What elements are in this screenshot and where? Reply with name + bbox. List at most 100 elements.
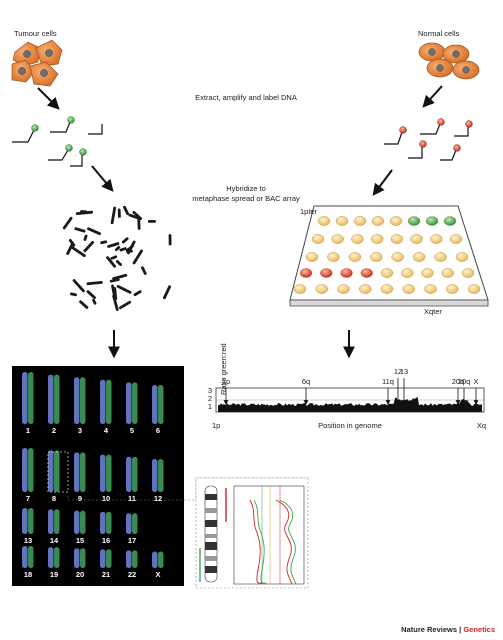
array-spot [401,268,414,278]
chromosome [110,206,117,225]
arrow-green-hybridize [91,165,114,192]
array-pter-label: 1pter [300,207,318,216]
karyotype-chromosome [100,454,106,492]
karyotype-chromosome [54,509,60,534]
arrow-tumour-extract [37,87,60,110]
karyotype-chromosome [74,510,80,534]
profile-marker-label: X [473,377,478,386]
chromosome [74,227,86,233]
profile-marker-label: 11q [382,377,394,386]
array-spot [327,252,340,262]
array-spot [335,216,349,226]
karyotype-chromosome [74,452,80,492]
normal-cells [418,42,480,80]
profile-ytick-1: 1 [208,402,212,411]
karyotype-chromosome [126,382,132,424]
zoom-inset [67,477,309,589]
array-spot [425,216,439,226]
chromosome [128,213,139,220]
karyotype-chromosome [22,372,28,424]
chromosome [62,216,73,230]
karyotype-number: 12 [154,494,162,503]
credit-separator: | [457,625,464,634]
chromosome [137,217,141,230]
array-spot [359,284,372,294]
arrow-normal-extract [422,85,443,108]
profile-marker-label: 6q [302,377,310,386]
karyotype-chromosome [158,551,164,568]
karyotype-number: X [155,570,160,579]
array-spot [305,252,319,262]
arrow-red-hybridize [372,169,393,196]
array-spot [337,284,350,294]
profile-marker-label: 1p [222,377,230,386]
karyotype-chromosome [22,448,28,492]
array-spot [371,216,385,226]
karyotype-chromosome [106,379,112,424]
array-spot [434,252,447,262]
karyotype-number: 9 [78,494,82,503]
karyotype-number: 2 [52,426,56,435]
karyotype-chromosome [80,548,86,568]
karyotype-chromosome [158,459,164,492]
array-spot [421,268,434,278]
karyotype-chromosome [22,508,28,534]
chromosome [68,239,76,247]
karyotype-chromosome [126,456,132,492]
array-spot [391,252,404,262]
array-spot [455,252,469,262]
karyotype-number: 1 [26,426,30,435]
karyotype-chromosome [80,510,86,534]
chromosome [83,240,95,253]
karyotype-number: 5 [130,426,134,435]
chromosome [83,234,88,241]
karyotype-chromosome [100,549,106,568]
karyotype-chromosome [152,551,158,568]
karyotype-number: 17 [128,536,136,545]
profile-marker-label: 20q [458,377,471,386]
karyotype-chromosome [100,379,106,424]
array-spot [412,252,426,262]
karyotype-chromosome [132,456,138,492]
array-spot [351,234,364,244]
array-spot [380,284,394,294]
normal-cells-label: Normal cells [418,29,460,38]
karyotype-chromosome [80,377,86,424]
chromosome [141,266,147,275]
tumour-cells-label: Tumour cells [14,29,57,38]
karyotype-chromosome [80,452,86,492]
array-spot [461,268,475,278]
karyotype-chromosome [48,374,54,424]
karyotype-chromosome [132,513,138,534]
chromosome [125,249,133,253]
array-spot [443,216,457,226]
karyotype-chromosome [74,548,80,568]
karyotype-chromosome [106,549,112,568]
chromosome [118,300,132,310]
karyotype-chromosome [22,546,28,568]
array-spot [449,234,463,244]
karyotype-chromosome [158,385,164,424]
bac-array [289,205,489,307]
karyotype-number: 10 [102,494,110,503]
karyotype-chromosome [48,547,54,568]
chromosome [79,300,89,309]
profile-ylabel: Ratio green:red [219,343,228,395]
karyotype-number: 4 [104,426,109,435]
karyotype-chromosome [100,511,106,534]
array-spot [299,268,313,278]
extract-step-label: Extract, amplify and label DNA [195,93,297,102]
array-spot [389,216,403,226]
chromosome-ideogram [204,485,218,583]
metaphase-spread [62,205,172,311]
chromosome [162,285,172,300]
array-spot [293,284,307,294]
array-spot [340,268,353,278]
karyotype-chromosome [132,550,138,568]
profile-ytick-2: 2 [208,394,212,403]
karyotype-chromosome [54,450,60,492]
array-spot [320,268,333,278]
profile-xstart: 1p [212,421,220,430]
karyotype-number: 6 [156,426,160,435]
